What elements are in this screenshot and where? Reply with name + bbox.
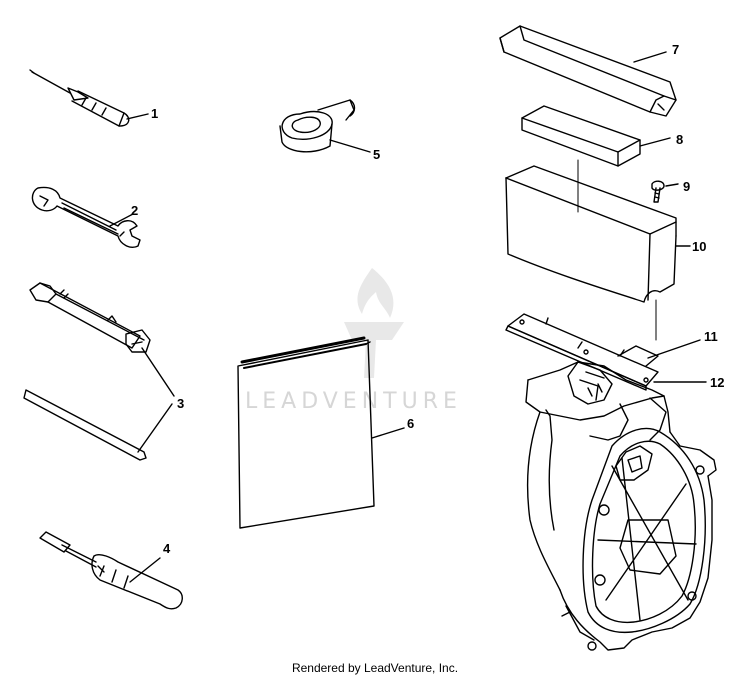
- callout-7: 7: [672, 42, 680, 57]
- wrench-icon: [31, 186, 141, 248]
- callout-9: 9: [683, 179, 691, 194]
- callout-1: 1: [151, 106, 159, 121]
- air-filter-icon: [521, 105, 671, 167]
- airbox-tray-icon: [505, 159, 691, 303]
- callout-10: 10: [692, 239, 707, 254]
- screwdriver-small-icon: [29, 69, 149, 127]
- callout-8: 8: [676, 132, 684, 147]
- screw-icon: [651, 180, 679, 203]
- screwdriver-large-icon: [39, 531, 183, 610]
- callout-5: 5: [373, 147, 381, 162]
- callout-4: 4: [163, 541, 171, 556]
- footer-credit: Rendered by LeadVenture, Inc.: [291, 661, 459, 675]
- tape-roll-icon: [279, 99, 371, 153]
- airbox-lid-icon: [499, 25, 677, 117]
- callout-2: 2: [131, 203, 139, 218]
- watermark-text: LEADVENTURE: [245, 389, 462, 414]
- callout-11: 11: [704, 329, 718, 344]
- manual-booklet-icon: [237, 336, 405, 529]
- callout-6: 6: [407, 416, 415, 431]
- mounting-bracket-icon: [505, 313, 707, 391]
- callout-3: 3: [177, 396, 185, 411]
- socket-wrench-icon: [23, 282, 175, 461]
- callout-12: 12: [710, 375, 725, 390]
- air-intake-housing-icon: [525, 361, 717, 651]
